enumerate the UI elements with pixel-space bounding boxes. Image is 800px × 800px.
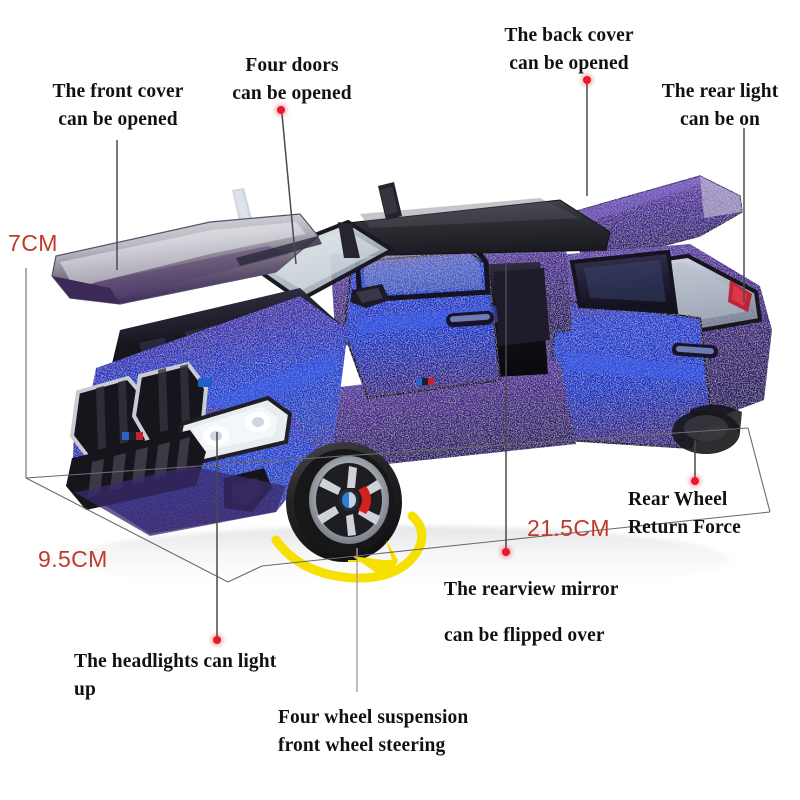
dot-four-doors [277,106,285,114]
rear-door-window [569,249,679,315]
front-door-handle [446,310,494,328]
callout-front-cover: The front cover can be opened [52,81,184,130]
callout-back-cover: The back cover can be opened [504,25,634,74]
right-mirror-flipped-up [378,182,402,220]
rear-wheel [672,410,740,454]
callout-four-wheel-suspension: Four wheel suspension front wheel steeri… [278,707,469,756]
dimension-height: 7CM [8,230,58,256]
dot-back-cover [583,76,591,84]
front-wheel [286,442,402,562]
rear-section [520,175,772,450]
brake-caliper [358,486,371,514]
callout-four-doors: Four doors can be opened [232,55,352,104]
callout-rearview-mirror: The rearview mirror [444,579,619,600]
rear-door-handle [671,342,718,359]
m-badge [416,378,434,385]
callout-rear-wheel-return-force: Rear Wheel Return Force [628,489,741,538]
dimension-length: 21.5CM [527,515,610,541]
callout-rearview-mirror-line2: can be flipped over [444,625,605,646]
roof-section [224,182,611,303]
rear-seat [494,268,550,346]
callout-rear-light: The rear light can be on [661,81,779,130]
dimension-width: 9.5CM [38,546,108,572]
callout-headlights: The headlights can light up [74,651,277,700]
dot-headlights [213,636,221,644]
dot-rear-wheel [691,477,699,485]
dot-rearview-mirror [502,548,510,556]
